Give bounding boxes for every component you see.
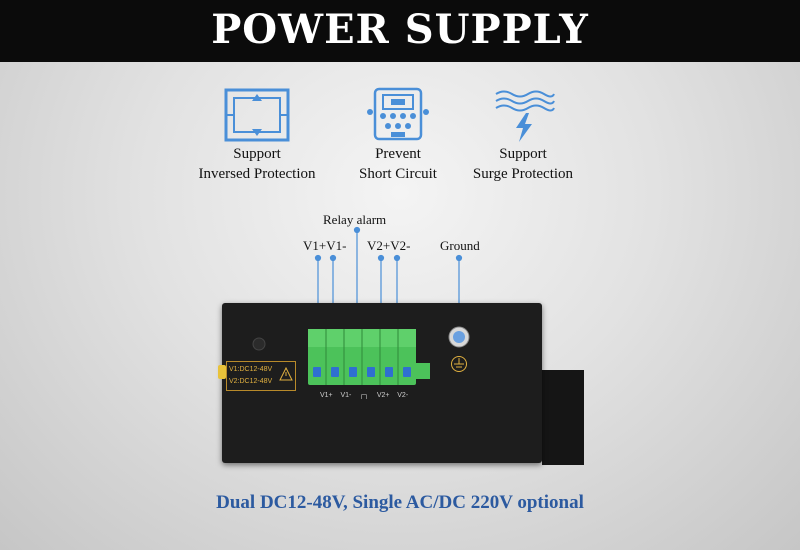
feature-line1: Prevent	[375, 146, 421, 162]
relay-symbol-icon: ┌┐	[359, 392, 370, 399]
short-circuit-icon	[367, 87, 429, 141]
side-latch	[218, 365, 226, 379]
terminal-v1m: V1-	[340, 392, 352, 399]
relay-alarm-label: Relay alarm	[323, 212, 387, 227]
terminal-v1p: V1+	[320, 392, 333, 399]
terminal-block-detail	[313, 329, 411, 385]
ground-label: Ground	[440, 238, 480, 253]
feature-surge-protection: Support Surge Protection	[438, 86, 608, 184]
ground-screw-icon	[448, 326, 470, 348]
feature-line1: Support	[233, 146, 281, 162]
feature-line2: Inversed Protection	[198, 166, 316, 182]
ground-symbol-icon	[451, 356, 467, 372]
feature-line2: Short Circuit	[359, 166, 437, 182]
surge-protection-icon	[495, 90, 555, 142]
feature-inversed-protection: Support Inversed Protection	[172, 86, 342, 184]
page-title: POWER SUPPLY	[211, 6, 589, 53]
rating-line1: V1:DC12-48V	[229, 366, 273, 373]
din-rail-clip	[542, 370, 584, 465]
v2-label: V2+V2-	[367, 238, 411, 253]
feature-line1: Support	[499, 146, 547, 162]
screw-icon	[252, 337, 266, 351]
rating-line2: V2:DC12-48V	[229, 378, 273, 385]
feature-short-circuit: Prevent Short Circuit	[313, 86, 483, 184]
terminal-block	[308, 329, 416, 385]
terminal-v2m: V2-	[397, 392, 409, 399]
feature-line2: Surge Protection	[472, 166, 574, 182]
warning-icon	[279, 367, 293, 381]
header-bar: POWER SUPPLY	[0, 0, 800, 62]
v1-label: V1+V1-	[303, 238, 347, 253]
terminal-v2p: V2+	[376, 392, 390, 399]
rating-label-box: V1:DC12-48V V2:DC12-48V	[226, 361, 296, 391]
terminal-legend: V1+ V1- ┌┐ V2+ V2-	[320, 392, 408, 399]
device-body: V1:DC12-48V V2:DC12-48V V1+	[218, 303, 542, 463]
terminal-tab	[416, 363, 430, 379]
footer-caption: Dual DC12-48V, Single AC/DC 220V optiona…	[216, 492, 584, 513]
reverse-polarity-icon	[224, 88, 290, 142]
